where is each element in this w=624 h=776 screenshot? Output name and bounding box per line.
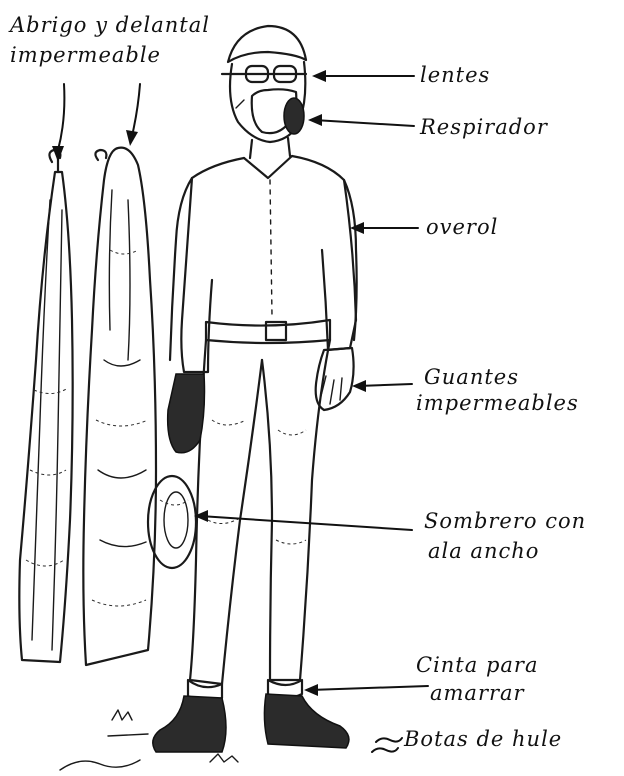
arrow-coat bbox=[52, 84, 64, 162]
arrow-hat bbox=[194, 510, 412, 530]
arrow-gloves bbox=[352, 380, 412, 392]
hanging-apron-illustration bbox=[83, 148, 156, 665]
label-boots: Botas de hule bbox=[403, 727, 562, 751]
arrow-apron bbox=[126, 84, 140, 146]
hanging-coat-illustration bbox=[19, 150, 72, 662]
label-coat-apron-line1: Abrigo y delantal bbox=[8, 13, 210, 37]
label-hat-line1: Sombrero con bbox=[424, 509, 586, 533]
goggles-illustration bbox=[222, 66, 306, 82]
respirator-illustration bbox=[236, 89, 304, 134]
boots-illustration bbox=[60, 694, 349, 770]
label-hat-line2: ala ancho bbox=[428, 539, 539, 563]
label-respirator: Respirador bbox=[419, 115, 549, 139]
arrow-goggles bbox=[312, 70, 414, 82]
arrow-respirator bbox=[308, 114, 414, 126]
label-gloves-line2: impermeables bbox=[416, 391, 579, 415]
label-overalls: overol bbox=[426, 215, 498, 239]
label-strap-line2: amarrar bbox=[430, 681, 526, 705]
label-coat-apron-line2: impermeable bbox=[10, 43, 161, 67]
label-strap-line1: Cinta para bbox=[416, 653, 538, 677]
arrow-overalls bbox=[350, 222, 418, 234]
label-gloves-line1: Guantes bbox=[424, 365, 519, 389]
arrow-boots bbox=[372, 738, 402, 752]
label-goggles: lentes bbox=[420, 63, 490, 87]
arrow-strap bbox=[304, 684, 428, 696]
